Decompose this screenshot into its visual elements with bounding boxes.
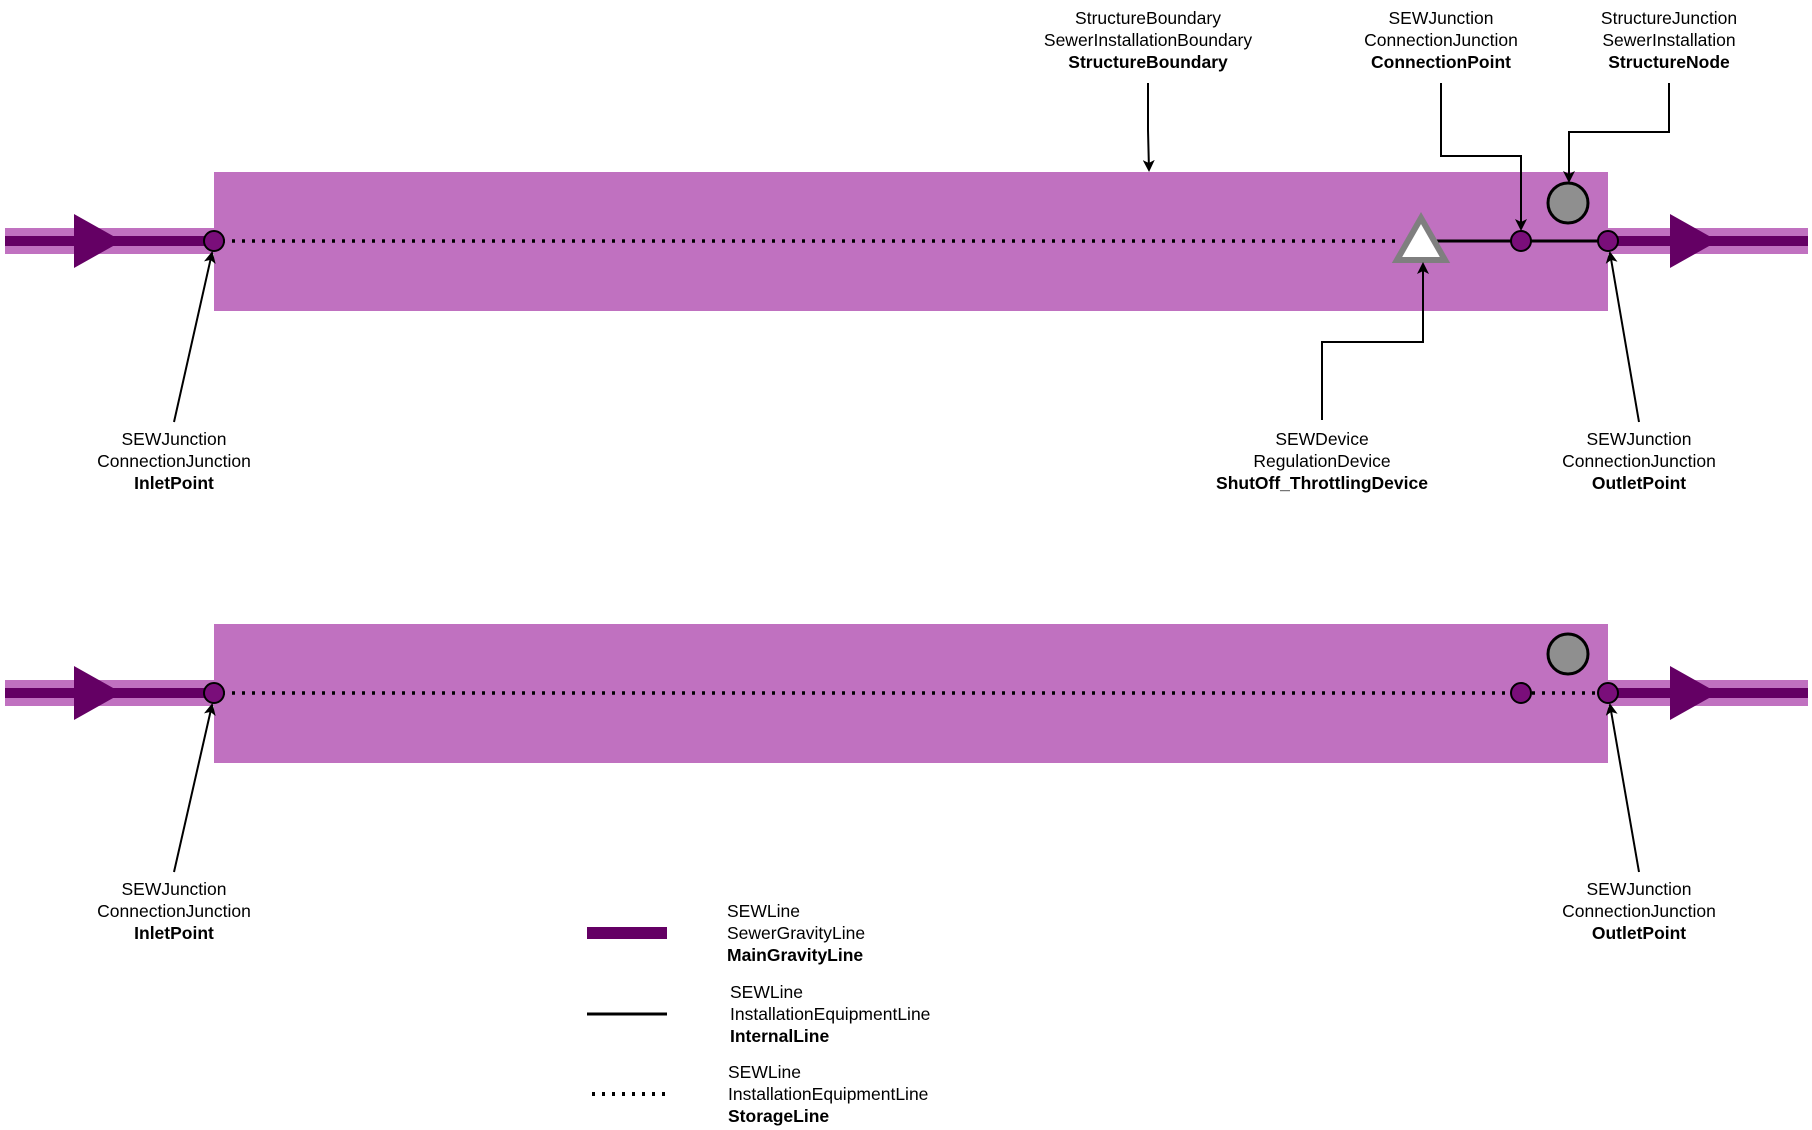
label-structure-boundary: StructureBoundary SewerInstallationBound…: [1044, 7, 1252, 73]
label-line: ConnectionJunction: [1562, 451, 1716, 471]
legend-item-internal-line: SEWLine InstallationEquipmentLine Intern…: [730, 981, 930, 1047]
label-line: SEWJunction: [1388, 8, 1494, 28]
callout-structure-node: [1563, 83, 1670, 183]
label-line-bold: OutletPoint: [1591, 473, 1687, 493]
callout-device: [1321, 262, 1429, 420]
label-line: StructureBoundary: [1075, 8, 1221, 28]
legend-line: InstallationEquipmentLine: [728, 1084, 929, 1104]
legend-line: SEWLine: [728, 1062, 801, 1082]
label-inlet-point: SEWJunction ConnectionJunction InletPoin…: [97, 428, 251, 494]
main-gravity-line-out: [1608, 666, 1808, 720]
label-line: SewerInstallationBoundary: [1043, 30, 1253, 50]
label-line: ConnectionJunction: [97, 901, 251, 921]
structure-boundary: [214, 624, 1608, 763]
label-line-bold: ShutOff_ThrottlingDevice: [1216, 473, 1428, 493]
structure-boundary: [214, 172, 1608, 311]
label-line-bold: StructureNode: [1608, 52, 1730, 72]
diagram-2: [5, 624, 1808, 873]
connection-point-junction: [1510, 682, 1532, 704]
label-line: ConnectionJunction: [1364, 30, 1518, 50]
flow-direction-arrow: [1670, 214, 1718, 268]
label-line: SEWDevice: [1275, 429, 1369, 449]
label-outlet-point: SEWJunction ConnectionJunction OutletPoi…: [1562, 878, 1716, 944]
legend-line: SewerGravityLine: [727, 923, 866, 943]
legend-line: SEWLine: [730, 982, 803, 1002]
main-gravity-line-in: [5, 214, 214, 268]
label-line-bold: InletPoint: [134, 473, 214, 493]
label-device: SEWDevice RegulationDevice ShutOff_Throt…: [1216, 428, 1428, 494]
callout-inlet-point: [173, 251, 216, 423]
flow-direction-arrow: [74, 214, 122, 268]
label-line: SEWJunction: [121, 879, 227, 899]
flow-direction-arrow: [74, 666, 122, 720]
legend-item-main-gravity-line: SEWLine SewerGravityLine MainGravityLine: [727, 900, 865, 966]
legend-symbols: [587, 927, 667, 1096]
callout-structure-boundary: [1142, 83, 1155, 172]
inlet-point-junction: [203, 230, 225, 252]
label-structure-node: StructureJunction SewerInstallation Stru…: [1601, 7, 1737, 73]
label-line-bold: InletPoint: [134, 923, 214, 943]
legend-line: SEWLine: [727, 901, 800, 921]
structure-node-icon: [1546, 181, 1590, 225]
label-inlet-point: SEWJunction ConnectionJunction InletPoin…: [97, 878, 251, 944]
label-line-bold: ConnectionPoint: [1371, 52, 1511, 72]
callout-outlet-point: [1605, 251, 1640, 423]
label-line: StructureJunction: [1600, 8, 1738, 28]
callout-outlet-point: [1605, 703, 1640, 873]
callout-inlet-point: [173, 703, 216, 873]
callout-connection-point: [1440, 83, 1527, 231]
legend-line-bold: InternalLine: [730, 1026, 830, 1046]
label-line: ConnectionJunction: [97, 451, 251, 471]
label-line: SEWJunction: [1586, 879, 1692, 899]
main-gravity-line-in: [5, 666, 214, 720]
connection-point-junction: [1510, 230, 1532, 252]
label-line-bold: OutletPoint: [1591, 923, 1687, 943]
label-connection-point: SEWJunction ConnectionJunction Connectio…: [1364, 7, 1518, 73]
shutoff-throttling-device-icon: [1391, 211, 1451, 263]
label-line: RegulationDevice: [1253, 451, 1391, 471]
label-line: SewerInstallation: [1602, 30, 1736, 50]
outlet-point-junction: [1597, 230, 1619, 252]
diagram-1: [5, 83, 1808, 423]
flow-direction-arrow: [1670, 666, 1718, 720]
inlet-point-junction: [203, 682, 225, 704]
legend-line: InstallationEquipmentLine: [730, 1004, 931, 1024]
label-line-bold: StructureBoundary: [1068, 52, 1228, 72]
legend-line-bold: StorageLine: [728, 1106, 830, 1126]
label-outlet-point: SEWJunction ConnectionJunction OutletPoi…: [1562, 428, 1716, 494]
legend-item-storage-line: SEWLine InstallationEquipmentLine Storag…: [728, 1061, 928, 1127]
outlet-point-junction: [1597, 682, 1619, 704]
label-line: SEWJunction: [1586, 429, 1692, 449]
main-gravity-line-out: [1608, 214, 1808, 268]
structure-node-icon: [1546, 632, 1590, 676]
legend-line-bold: MainGravityLine: [727, 945, 864, 965]
label-line: SEWJunction: [121, 429, 227, 449]
label-line: ConnectionJunction: [1562, 901, 1716, 921]
